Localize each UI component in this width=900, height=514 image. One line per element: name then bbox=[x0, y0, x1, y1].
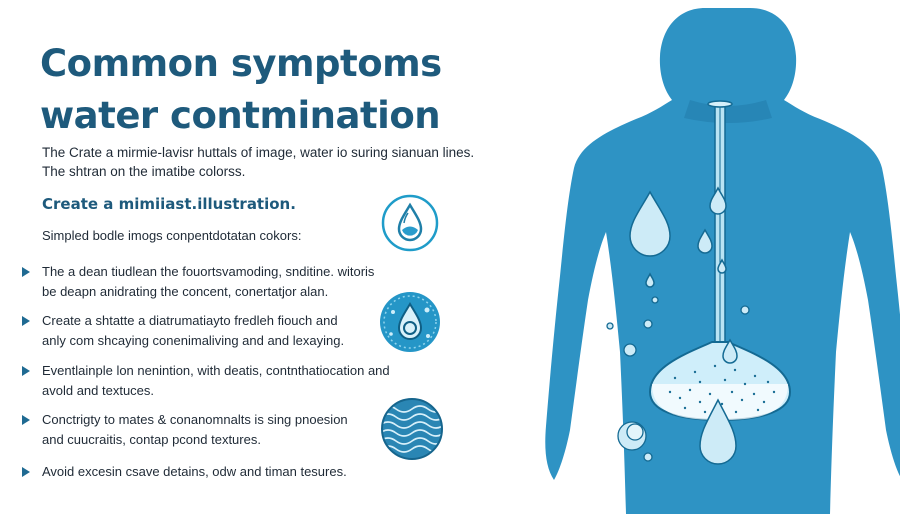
bullet-line: be deapn anidrating the concent, conerta… bbox=[42, 284, 329, 299]
bullet-line: Eventlainple lon nenintion, with deatis,… bbox=[42, 363, 390, 378]
page-title: Common symptoms water contmination bbox=[40, 38, 510, 142]
bullet-arrow-icon bbox=[22, 267, 30, 277]
stomach-flask bbox=[648, 341, 792, 422]
water-bubbles bbox=[606, 296, 750, 462]
esophagus-tube bbox=[707, 100, 733, 355]
bullet-arrow-icon bbox=[22, 366, 30, 376]
bullet-line: The a dean tiudlean the fouortsvamoding,… bbox=[42, 264, 375, 279]
title-line-2: water contmination bbox=[40, 94, 441, 137]
section-subtext: Simpled bodle imogs conpentdotatan cokor… bbox=[42, 228, 302, 243]
bullet-arrow-icon bbox=[22, 415, 30, 425]
water-drops bbox=[629, 186, 738, 465]
water-drop-bubbles-icon bbox=[380, 292, 440, 352]
water-drop-outline-icon bbox=[381, 194, 439, 252]
intro-line-1: The Crate a mirmie-lavisr huttals of ima… bbox=[42, 145, 475, 160]
section-heading: Create a mimiiast.illustration. bbox=[42, 195, 296, 213]
human-body-illustration bbox=[545, 8, 900, 514]
bullet-arrow-icon bbox=[22, 316, 30, 326]
water-waves-icon bbox=[381, 398, 443, 460]
bullet-line: anly com shcaying conenimaliving and and… bbox=[42, 333, 345, 348]
bullet-line: Avoid excesin csave detains, odw and tim… bbox=[42, 464, 347, 479]
intro-line-2: The shtran on the imatibe colorss. bbox=[42, 164, 246, 179]
bullet-line: Create a shtatte a diatrumatiayto fredle… bbox=[42, 313, 338, 328]
bullet-line: and cuucraitis, contap pcond textures. bbox=[42, 432, 261, 447]
intro-text: The Crate a mirmie-lavisr huttals of ima… bbox=[42, 143, 482, 181]
bullet-line: avold and textuces. bbox=[42, 383, 155, 398]
bullet-arrow-icon bbox=[22, 467, 30, 477]
bullet-line: Conctrigty to mates & conanomnalts is si… bbox=[42, 412, 348, 427]
title-line-1: Common symptoms bbox=[40, 42, 442, 85]
